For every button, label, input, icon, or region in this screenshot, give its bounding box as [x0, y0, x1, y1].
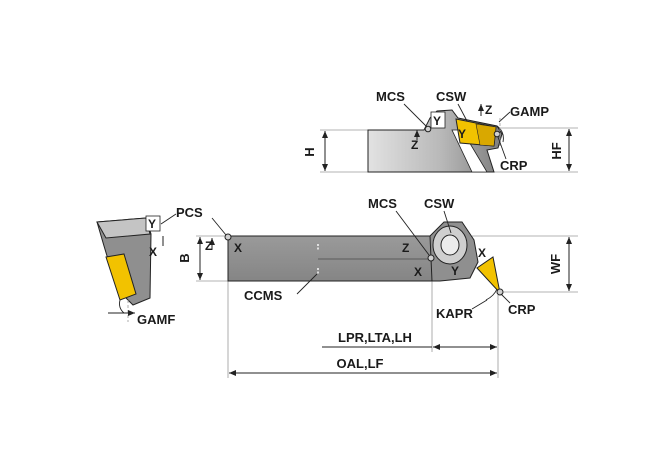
main-crp-leader: [500, 293, 511, 304]
kapr-arc: [485, 288, 498, 301]
pcs-leader-end: [160, 213, 177, 225]
top-csw-leader: [457, 103, 468, 122]
top-z-label: Z: [485, 103, 492, 117]
top-mcs-y-box: [430, 111, 446, 129]
pcs-z-label: Z: [205, 239, 212, 253]
gamp-leader: [498, 111, 511, 123]
crp-point: [496, 288, 504, 296]
csw-y-label: Y: [451, 264, 459, 278]
pcs-leader-main: [211, 217, 227, 236]
top-csw-y-label: Y: [458, 127, 466, 141]
end-view: Y X GAMF PCS: [96, 205, 227, 327]
top-crp-leader: [497, 136, 507, 160]
side-view: H HF MCS CSW Z GAMP Y Z Y CRP: [302, 89, 578, 173]
oal-label: OAL,LF: [337, 356, 384, 371]
top-mcs-leader: [403, 103, 428, 128]
b-label: B: [177, 253, 192, 262]
ccms-label: CCMS: [244, 288, 283, 303]
main-csw-label: CSW: [424, 196, 455, 211]
end-view-top-face: [96, 217, 151, 239]
pcs-point: [224, 233, 232, 241]
end-view-y-box: [145, 215, 161, 232]
top-mcs-y-label: Y: [433, 114, 441, 128]
csw-x-label: X: [478, 246, 486, 260]
main-csw-leader: [443, 210, 452, 234]
main-view: B WF Z X Z X X Y MCS CSW CCMS KAPR CRP: [177, 196, 578, 378]
length-dimensions: LPR,LTA,LH OAL,LF: [229, 330, 497, 376]
side-view-insert-edge: [475, 123, 497, 147]
main-view-insert: [476, 256, 501, 295]
side-view-mcs-point: [424, 125, 432, 133]
end-view-x-label: X: [149, 245, 157, 259]
top-csw-label: CSW: [436, 89, 467, 104]
gamp-label: GAMP: [510, 104, 549, 119]
h-label: H: [302, 147, 317, 156]
end-view-insert: [105, 253, 137, 301]
mcs-z-label: Z: [402, 241, 409, 255]
side-view-crp-point: [493, 130, 501, 138]
main-crp-label: CRP: [508, 302, 536, 317]
kapr-label: KAPR: [436, 306, 473, 321]
gamp-arc: [496, 125, 504, 143]
wf-label: WF: [548, 254, 563, 274]
kapr-leader: [471, 299, 488, 310]
lpr-label: LPR,LTA,LH: [338, 330, 412, 345]
pcs-label: PCS: [176, 205, 203, 220]
main-mcs-label: MCS: [368, 196, 397, 211]
top-mcs-z-label: Z: [411, 138, 418, 152]
mcs-x-label: X: [414, 265, 422, 279]
ccms-leader: [296, 273, 318, 295]
end-view-y-label: Y: [148, 217, 156, 231]
gamf-label: GAMF: [137, 312, 175, 327]
pcs-x-label: X: [234, 241, 242, 255]
mcs-point: [427, 254, 435, 262]
clamp-screw: [440, 234, 460, 256]
gamf-arc: [119, 299, 125, 314]
main-view-shank: [227, 235, 433, 282]
hf-label: HF: [549, 142, 564, 159]
main-mcs-leader: [395, 210, 430, 256]
top-crp-label: CRP: [500, 158, 528, 173]
top-mcs-label: MCS: [376, 89, 405, 104]
